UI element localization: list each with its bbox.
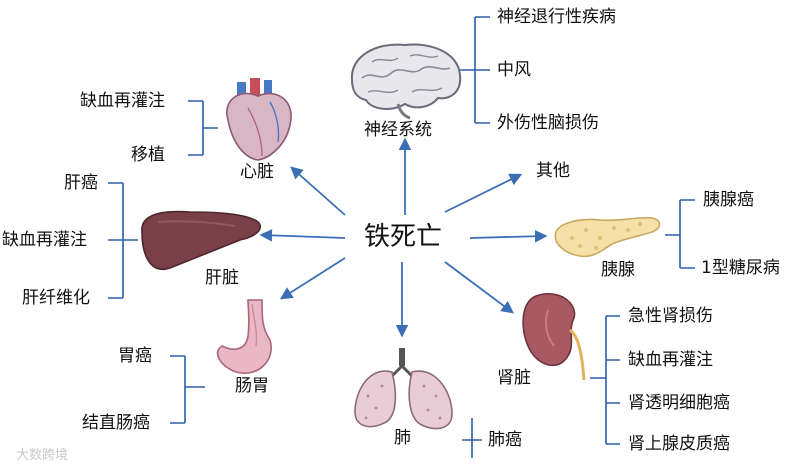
arrow-to-other	[444, 173, 523, 213]
center-label: 铁死亡	[364, 222, 443, 252]
lung-icon	[354, 348, 453, 430]
disease-brain-2: 中风	[497, 60, 531, 80]
disease-pancreas-2: 1型糖尿病	[701, 258, 780, 278]
disease-stomach-1: 胃癌	[118, 346, 152, 366]
disease-stomach-2: 结直肠癌	[82, 413, 150, 433]
disease-liver-2: 缺血再灌注	[2, 230, 87, 250]
bracket-lung	[462, 418, 482, 458]
bracket-heart	[188, 100, 218, 156]
organ-label-pancreas: 胰腺	[601, 260, 635, 280]
disease-heart-2: 移植	[131, 145, 165, 165]
kidney-icon	[522, 293, 586, 381]
brackets	[108, 16, 695, 458]
organ-label-kidney: 肾脏	[497, 368, 531, 388]
organ-label-stomach: 肠胃	[235, 376, 269, 396]
disease-brain-1: 神经退行性疾病	[497, 7, 616, 27]
stomach-icon	[216, 299, 272, 374]
bracket-kidney	[590, 315, 620, 445]
arrow-to-stomach	[279, 257, 346, 300]
arrow-to-heart	[290, 166, 346, 216]
bracket-liver	[108, 182, 138, 299]
pancreas-icon	[554, 216, 661, 258]
heart-icon	[226, 78, 292, 161]
disease-brain-3: 外伤性脑损伤	[497, 113, 599, 133]
liver-icon	[141, 210, 262, 271]
disease-kidney-1: 急性肾损伤	[628, 306, 713, 326]
organ-label-lung: 肺	[394, 428, 411, 448]
arrow-to-kidney	[444, 261, 515, 314]
disease-heart-1: 缺血再灌注	[80, 91, 165, 111]
watermark: 大数跨境	[16, 448, 69, 463]
organ-label-heart: 心脏	[240, 162, 274, 182]
bracket-brain	[460, 16, 490, 124]
disease-pancreas-1: 胰腺癌	[703, 190, 754, 210]
arrow-to-pancreas	[469, 229, 548, 243]
organ-label-brain: 神经系统	[364, 120, 432, 140]
bracket-pancreas	[665, 199, 695, 269]
arrow-to-liver	[259, 229, 346, 242]
disease-liver-3: 肝纤维化	[22, 288, 90, 308]
brain-icon	[350, 43, 462, 120]
disease-kidney-4: 肾上腺皮质癌	[628, 434, 730, 454]
disease-lung-1: 肺癌	[488, 430, 522, 450]
bracket-stomach	[170, 355, 205, 424]
arrows	[259, 137, 548, 338]
disease-kidney-3: 肾透明细胞癌	[628, 393, 730, 413]
disease-liver-1: 肝癌	[64, 173, 98, 193]
disease-kidney-2: 缺血再灌注	[628, 350, 713, 370]
organ-label-liver: 肝脏	[205, 268, 239, 288]
organ-label-other: 其他	[536, 161, 570, 181]
